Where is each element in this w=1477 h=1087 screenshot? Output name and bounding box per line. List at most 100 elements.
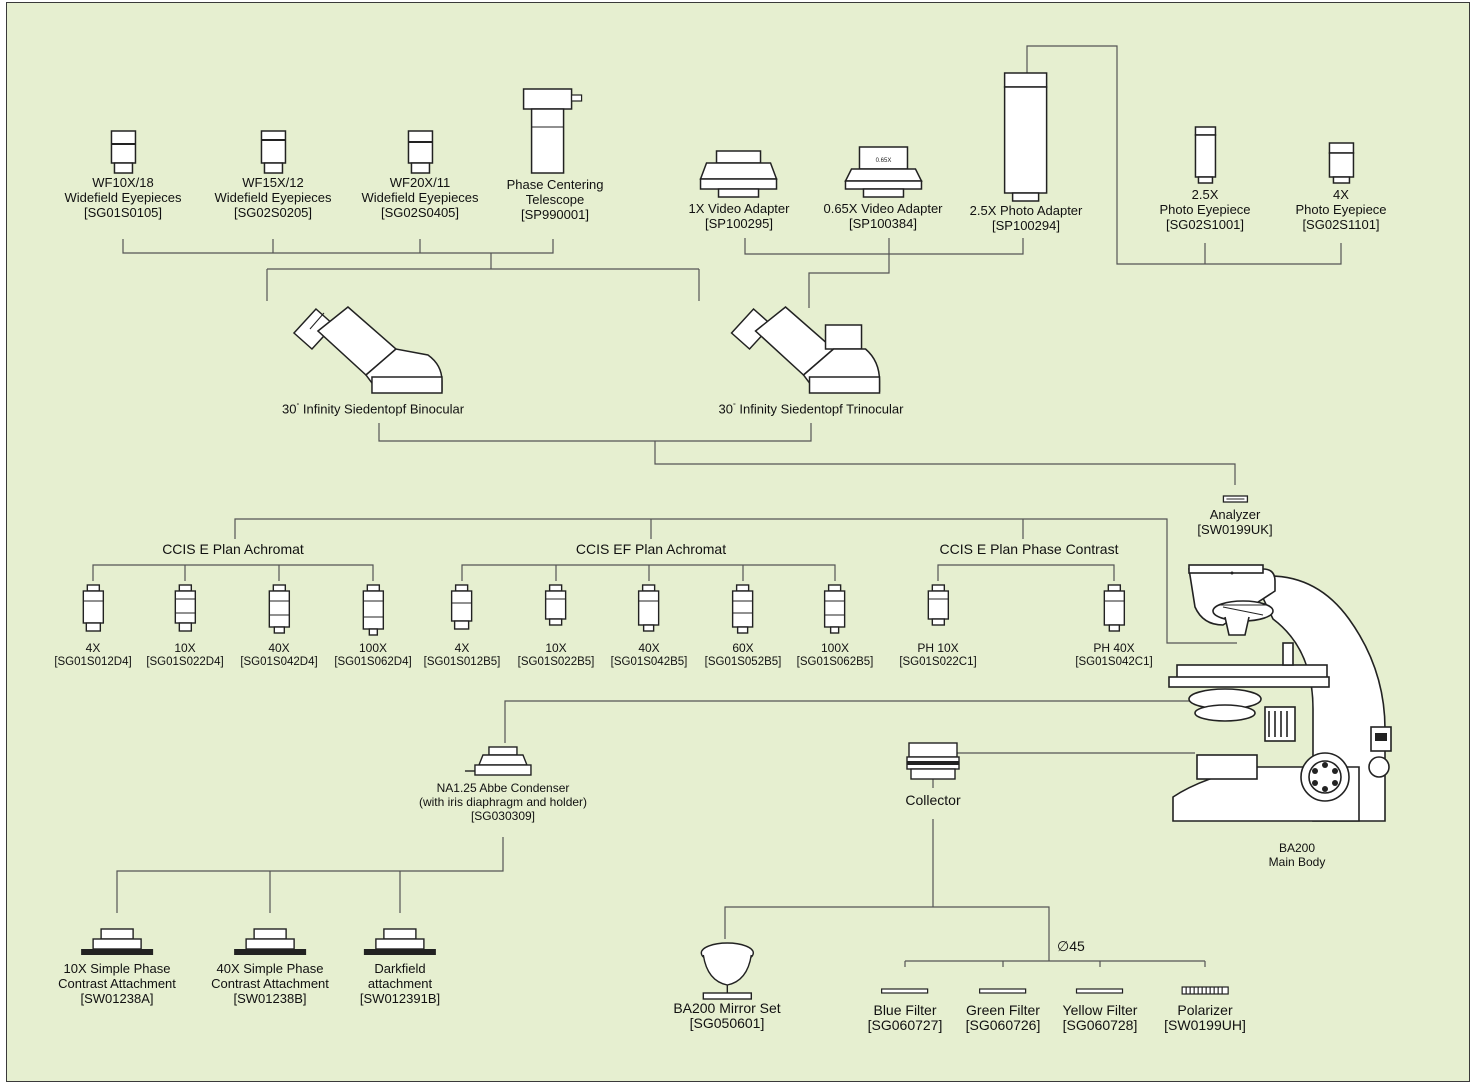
objective-e-100x[interactable]: 100X [SG01S062D4]	[334, 583, 412, 669]
objective-e-10x[interactable]: 10X [SG01S022D4]	[146, 583, 224, 669]
photo-eyepiece-code: [SG02S1001]	[1165, 217, 1245, 232]
objective-group-1	[92, 564, 374, 581]
connector-lines	[92, 45, 1342, 967]
objective-ef-100x[interactable]: 100X [SG01S062B5]	[796, 583, 874, 669]
binocular-angle: 30	[281, 401, 297, 417]
main-body-label[interactable]: BA200 Main Body	[1269, 841, 1326, 869]
filter-green[interactable]: Green Filter [SG060726]	[965, 967, 1041, 1033]
telescope-line1: Phase Centering	[506, 177, 604, 192]
objective-icon	[1103, 584, 1125, 632]
objective-mag: 4X	[85, 641, 101, 655]
photo-eyepiece-name: 2.5X	[1191, 187, 1219, 202]
collector-connector	[724, 752, 1206, 967]
objective-code: [SG01S042C1]	[1075, 656, 1153, 668]
attachment-connector	[116, 837, 504, 913]
objective-code: [SG01S022B5]	[517, 656, 595, 668]
objective-ef-4x[interactable]: 4X [SG01S012B5]	[424, 583, 500, 669]
objective-e-4x[interactable]: 4X [SG01S012D4]	[54, 583, 132, 669]
attachment-10x-phase[interactable]: 10X Simple Phase Contrast Attachment [SW…	[58, 925, 176, 1006]
objective-ef-40x[interactable]: 40X [SG01S042B5]	[611, 583, 687, 669]
objective-ef-10x[interactable]: 10X [SG01S022B5]	[517, 583, 595, 669]
head-connector	[378, 423, 1236, 485]
objective-ef-60x[interactable]: 60X [SG01S052B5]	[705, 583, 781, 669]
photo-eyepiece-type: Photo Eyepiece	[1295, 202, 1387, 217]
attachment-40x-phase[interactable]: 40X Simple Phase Contrast Attachment [SW…	[211, 925, 329, 1006]
objective-icon	[451, 584, 473, 630]
eyepiece-name: WF10X/18	[92, 175, 154, 190]
objective-icon	[927, 584, 949, 626]
photo-eyepiece-4x[interactable]: 4X Photo Eyepiece [SG02S1101]	[1295, 141, 1387, 232]
objective-ph-10x[interactable]: PH 10X [SG01S022C1]	[899, 583, 977, 669]
photo-eyepiece-icon	[1328, 142, 1354, 184]
objective-icon	[638, 584, 660, 632]
attachment-darkfield[interactable]: Darkfield attachment [SW012391B]	[360, 925, 440, 1006]
attachment-line2: Contrast Attachment	[58, 976, 176, 991]
eyepiece-code: [SG02S0405]	[380, 205, 460, 220]
objective-mag: 4X	[454, 641, 470, 655]
photo-eyepiece-25x[interactable]: 2.5X Photo Eyepiece [SG02S1001]	[1159, 125, 1251, 232]
adapter-code: [SP100295]	[705, 216, 773, 231]
main-body-line2: Main Body	[1268, 855, 1326, 869]
objective-mag: PH 10X	[917, 641, 959, 655]
objective-mag: PH 40X	[1093, 641, 1135, 655]
objective-group-3	[937, 564, 1115, 581]
eyepiece-wf20x[interactable]: WF20X/11 Widefield Eyepieces [SG02S0405]	[361, 129, 479, 220]
objective-group-title-e-plan: CCIS E Plan Achromat	[158, 541, 308, 557]
filter-blue[interactable]: Blue Filter [SG060727]	[868, 967, 942, 1033]
binocular-name: Infinity Siedentopf Binocular	[302, 401, 465, 417]
condenser-code: [SG030309]	[470, 809, 536, 823]
photo-eyepiece-type: Photo Eyepiece	[1159, 202, 1251, 217]
trinocular-label: 30° Infinity Siedentopf Trinocular	[718, 401, 904, 417]
objective-e-40x[interactable]: 40X [SG01S042D4]	[240, 583, 318, 669]
collector[interactable]: Collector	[905, 741, 961, 808]
eyepiece-wf15x[interactable]: WF15X/12 Widefield Eyepieces [SG02S0205]	[214, 129, 332, 220]
trinocular-name: Infinity Siedentopf Trinocular	[739, 401, 904, 417]
adapter-name: 2.5X Photo Adapter	[969, 203, 1083, 218]
filter-code: [SG060726]	[965, 1017, 1041, 1033]
attachment-line2: attachment	[367, 976, 433, 991]
condenser-line2: (with iris diaphragm and holder)	[418, 795, 588, 809]
filter-polarizer[interactable]: Polarizer [SW0199UH]	[1164, 967, 1246, 1033]
filter-icon	[881, 988, 929, 994]
binocular-label: 30° Infinity Siedentopf Binocular	[281, 401, 465, 417]
objective-group-2	[461, 564, 836, 581]
trinocular-head[interactable]: 30° Infinity Siedentopf Trinocular	[718, 303, 904, 417]
binocular-head[interactable]: 30° Infinity Siedentopf Binocular	[282, 303, 464, 416]
filter-code: [SG060728]	[1062, 1017, 1138, 1033]
objective-code: [SG01S062B5]	[796, 656, 874, 668]
eyepiece-name: WF15X/12	[242, 175, 304, 190]
eyepiece-icon	[407, 130, 433, 174]
mirror-name: BA200 Mirror Set	[673, 1000, 781, 1016]
filter-name: Polarizer	[1177, 1002, 1233, 1018]
objective-mag: 40X	[638, 641, 660, 655]
objective-group-title-ef-plan: CCIS EF Plan Achromat	[571, 541, 731, 557]
c-mount-adapter-icon: 0.65X	[843, 146, 923, 198]
mirror-set[interactable]: BA200 Mirror Set [SG050601]	[673, 937, 781, 1031]
objective-mag: 10X	[545, 641, 567, 655]
filter-yellow[interactable]: Yellow Filter [SG060728]	[1062, 967, 1138, 1033]
objective-icon	[732, 584, 754, 634]
adapter-1x-video[interactable]: 1X Video Adapter [SP100295]	[688, 149, 790, 231]
photo-eyepiece-icon	[1194, 126, 1216, 184]
adapter-065x-video[interactable]: 0.65X 0.65X Video Adapter [SP100384]	[823, 145, 943, 231]
filter-code: [SW0199UH]	[1164, 1017, 1246, 1033]
adapter-name: 1X Video Adapter	[688, 201, 790, 216]
analyzer-name: Analyzer	[1209, 507, 1261, 522]
objective-ph-40x[interactable]: PH 40X [SG01S042C1]	[1075, 583, 1153, 669]
attachment-line1: 40X Simple Phase	[216, 961, 324, 976]
binocular-head-icon	[292, 306, 443, 394]
adapter-25x-photo[interactable]: 2.5X Photo Adapter [SP100294]	[969, 71, 1083, 233]
eyepiece-wf10x[interactable]: WF10X/18 Widefield Eyepieces [SG01S0105]	[64, 129, 182, 220]
objective-icon	[82, 584, 104, 632]
phase-centering-telescope[interactable]: Phase Centering Telescope [SP990001]	[506, 87, 604, 222]
analyzer-icon	[1222, 495, 1248, 503]
eyepiece-code: [SG02S0205]	[233, 205, 313, 220]
condenser-line1: NA1.25 Abbe Condenser	[436, 781, 570, 795]
abbe-condenser[interactable]: NA1.25 Abbe Condenser (with iris diaphra…	[419, 745, 587, 823]
collector-icon	[906, 742, 960, 780]
trinocular-angle: 30	[718, 401, 733, 417]
objective-mag: 10X	[174, 641, 196, 655]
analyzer[interactable]: Analyzer [SW0199UK]	[1197, 493, 1273, 537]
main-body-line1: BA200	[1278, 841, 1316, 855]
c-mount-adapter-icon	[699, 150, 779, 198]
